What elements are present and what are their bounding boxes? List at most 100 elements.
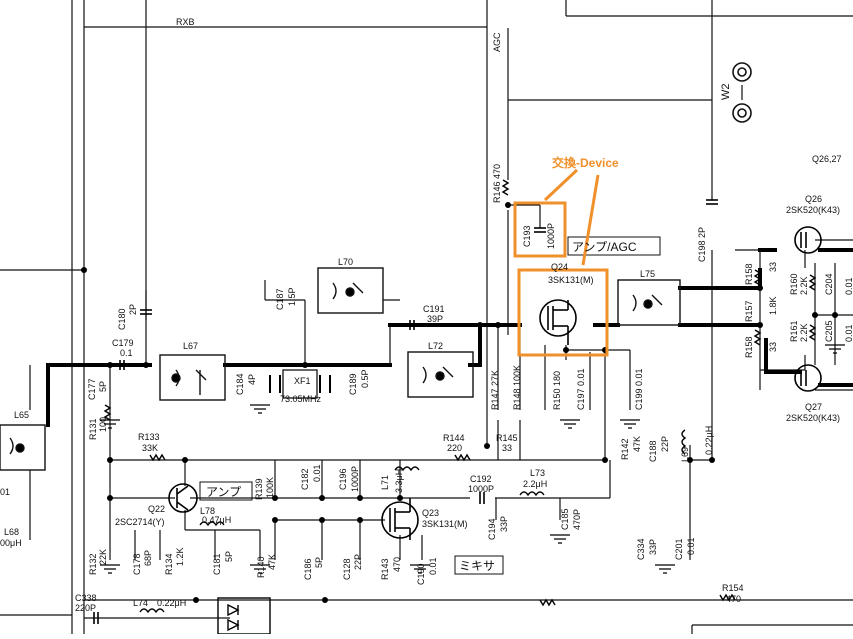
label-l73-value: 2.2μH <box>523 479 547 489</box>
label-r133: R133 <box>138 432 160 442</box>
label-c190-value: 0.01 <box>428 557 438 575</box>
label-q23: Q23 <box>422 508 439 518</box>
label-r161-value: 2.2K <box>799 323 809 342</box>
label-c177-value: 5P <box>98 381 108 392</box>
label-l69-value: 0.22μH <box>704 426 714 455</box>
label-c196-value: 1000P <box>350 466 360 492</box>
label-q23-type: 3SK131(M) <box>422 519 468 529</box>
label-xf1-freq: 73.05MHz <box>280 394 322 404</box>
label-r142-value: 47K <box>632 436 642 452</box>
label-c185: C185 <box>560 508 570 530</box>
label-r161: R161 <box>789 320 799 342</box>
label-r157: R157 <box>744 300 754 322</box>
label-r145-value: 33 <box>502 443 512 453</box>
label-q27-type: 2SK520(K43) <box>786 413 840 423</box>
label-c178: C178 <box>132 553 142 575</box>
label-r157-value: 1.8K <box>768 296 778 315</box>
label-l74-value: 0.22μH <box>157 598 186 608</box>
label-c198: C198 2P <box>697 227 707 262</box>
label-edge-01: 01 <box>0 487 10 497</box>
label-l70: L70 <box>338 257 353 267</box>
connector-w2 <box>732 62 752 123</box>
label-c182-value: 0.01 <box>312 464 322 482</box>
annotation-box-c193 <box>513 201 567 258</box>
label-c190: C190 <box>416 563 426 585</box>
label-r131-value: 100 <box>98 417 108 432</box>
label-c177: C177 <box>87 378 97 400</box>
label-c184: C184 <box>235 373 245 395</box>
annotation-overlay <box>513 168 609 357</box>
label-c338: C338 <box>75 593 97 603</box>
capacitor-symbols <box>93 199 718 624</box>
label-r143-value: 470 <box>392 557 402 572</box>
annotation-arrow-c193 <box>543 168 579 202</box>
transistor-q27 <box>794 364 822 392</box>
label-l71: L71 <box>380 475 390 490</box>
label-c184-value: 4P <box>247 374 257 385</box>
label-q27: Q27 <box>805 402 822 412</box>
label-l78: L78 <box>200 506 215 516</box>
label-l72: L72 <box>428 341 443 351</box>
label-c193-value: 1000P <box>546 223 556 249</box>
label-r158a: R158 <box>744 263 754 285</box>
label-c128-value: 22P <box>353 554 363 570</box>
label-c334: C334 <box>636 538 646 560</box>
label-c186: C186 <box>303 558 313 580</box>
label-q22: Q22 <box>148 504 165 514</box>
label-c205: C205 <box>824 320 834 342</box>
label-r148: R148 100K <box>512 365 522 410</box>
label-q26-type: 2SK520(K43) <box>786 205 840 215</box>
label-c194: C194 <box>487 518 497 540</box>
label-r140-value: 47K <box>267 554 277 570</box>
label-r139: R139 <box>254 478 264 500</box>
label-l69: L69 <box>680 447 690 462</box>
label-l71-value: 3.3μH <box>394 469 404 493</box>
label-q24-type: 3SK131(M) <box>548 275 594 285</box>
label-w2: W2 <box>720 84 732 101</box>
label-c187-value: 1.5P <box>287 287 297 306</box>
label-l65: L65 <box>14 410 29 420</box>
label-c179-value: 0.1 <box>120 348 133 358</box>
label-r134: R134 <box>164 553 174 575</box>
label-r134-value: 1.2K <box>175 547 185 566</box>
label-r131: R131 <box>88 418 98 440</box>
label-c204: C204 <box>824 273 834 295</box>
transformer-l70 <box>317 267 384 314</box>
label-r154: R154 <box>722 583 744 593</box>
label-l68-value: 00μH <box>0 538 22 548</box>
label-r146: R146 470 <box>492 164 502 203</box>
label-c178-value: 68P <box>143 550 153 566</box>
label-c128: C128 <box>342 558 352 580</box>
label-l78-value: 0.47μH <box>202 515 231 525</box>
label-r160-value: 2.2K <box>799 276 809 295</box>
label-r154-value: 470 <box>726 594 741 604</box>
diode-block <box>217 597 271 635</box>
label-r144: R144 <box>443 433 465 443</box>
label-c189: C189 <box>348 373 358 395</box>
label-xf1: XF1 <box>294 376 311 386</box>
label-q22-type: 2SC2714(Y) <box>115 517 165 527</box>
label-c191-value: 39P <box>427 314 443 324</box>
label-r145: R145 <box>496 433 518 443</box>
transistor-q24 <box>539 299 577 345</box>
transformer-l75 <box>617 279 681 326</box>
label-c180: C180 <box>117 308 127 330</box>
transformer-l67 <box>159 354 226 401</box>
label-c199: C199 0.01 <box>634 368 644 410</box>
label-r133-value: 33K <box>142 443 158 453</box>
label-amp-agc: アンプ/AGC <box>572 240 637 254</box>
label-c181: C181 <box>212 553 222 575</box>
label-c179: C179 <box>112 338 134 348</box>
label-frames <box>199 236 661 575</box>
label-q26: Q26 <box>805 194 822 204</box>
label-c338-value: 220P <box>75 603 96 613</box>
label-r147: R147 27K <box>490 370 500 410</box>
label-r158b: R158 <box>744 336 754 358</box>
label-c192: C192 <box>470 474 492 484</box>
label-r143: R143 <box>380 558 390 580</box>
annotation-box-q24 <box>517 268 609 357</box>
label-c196: C196 <box>338 468 348 490</box>
label-r158a-value: 33 <box>768 262 778 272</box>
label-r144-value: 220 <box>447 443 462 453</box>
